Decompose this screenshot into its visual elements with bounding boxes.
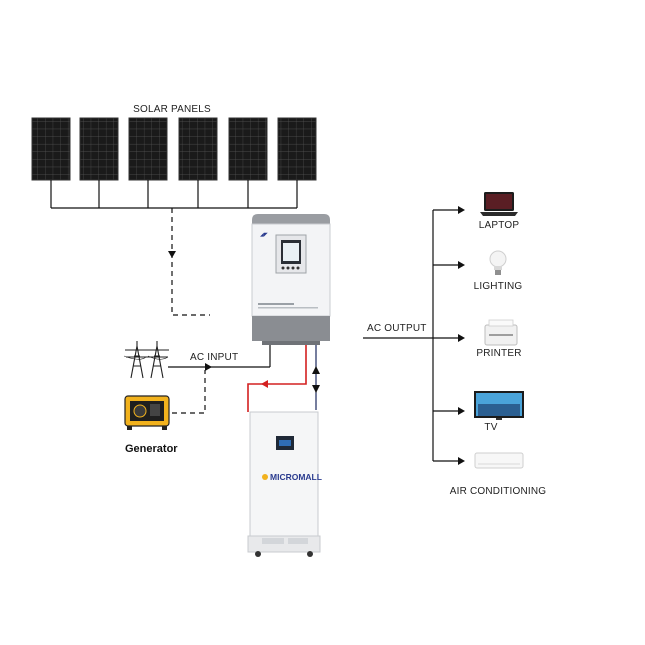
battery-up-arrow-icon (312, 366, 320, 374)
solar-panel (178, 117, 218, 181)
battery-wheel (307, 551, 313, 557)
load-label-tv: TV (484, 422, 497, 433)
ac-output-label: AC OUTPUT (367, 323, 427, 334)
solar-panel (228, 117, 268, 181)
battery-charge-arrow-icon (261, 380, 268, 388)
laptop-icon (480, 192, 518, 216)
battery-down-arrow-icon (312, 385, 320, 393)
inverter-unit: ◢◤ (251, 214, 331, 345)
solar-panel (128, 117, 168, 181)
generator-icon (124, 395, 170, 430)
ac-input-label: AC INPUT (190, 352, 238, 363)
pv-arrow-icon (168, 251, 176, 258)
battery-unit: MICROMALL (247, 411, 322, 557)
battery-spec-label (288, 538, 308, 544)
inverter-button (281, 266, 285, 270)
inverter-model-text (258, 303, 294, 305)
load-label-laptop: LAPTOP (479, 220, 520, 231)
output-arrow-icons (458, 206, 465, 465)
solar-panel (31, 117, 71, 181)
output-branch-lines (433, 209, 458, 462)
solar-panel (79, 117, 119, 181)
transmission-tower-icon (123, 341, 169, 379)
inverter-button (296, 266, 300, 270)
inverter-model-text (258, 307, 318, 309)
inverter-button (291, 266, 295, 270)
pv-input-dashed-line (171, 208, 210, 316)
battery-spec-label (262, 538, 284, 544)
solar-panel-array (31, 117, 317, 181)
battery-logo-icon (262, 474, 268, 480)
generator-dashed-line (172, 370, 206, 414)
solar-panels-label: SOLAR PANELS (133, 104, 211, 115)
panel-wiring (50, 180, 298, 209)
battery-wheel (255, 551, 261, 557)
solar-panel (277, 117, 317, 181)
load-label-lighting: LIGHTING (474, 281, 523, 292)
inverter-button (286, 266, 290, 270)
tv-icon (474, 391, 524, 420)
battery-charge-line (247, 345, 307, 412)
inverter-logo-icon: ◢◤ (260, 232, 268, 238)
generator-label: Generator (125, 443, 178, 455)
ac-input-arrow-icon (205, 363, 212, 371)
air-conditioner-icon (474, 452, 524, 469)
battery-brand-label: MICROMALL (270, 472, 322, 482)
load-label-air-conditioning: AIR CONDITIONING (450, 486, 547, 497)
printer-icon (484, 319, 518, 346)
light-bulb-icon (489, 250, 507, 275)
load-label-printer: PRINTER (476, 348, 521, 359)
